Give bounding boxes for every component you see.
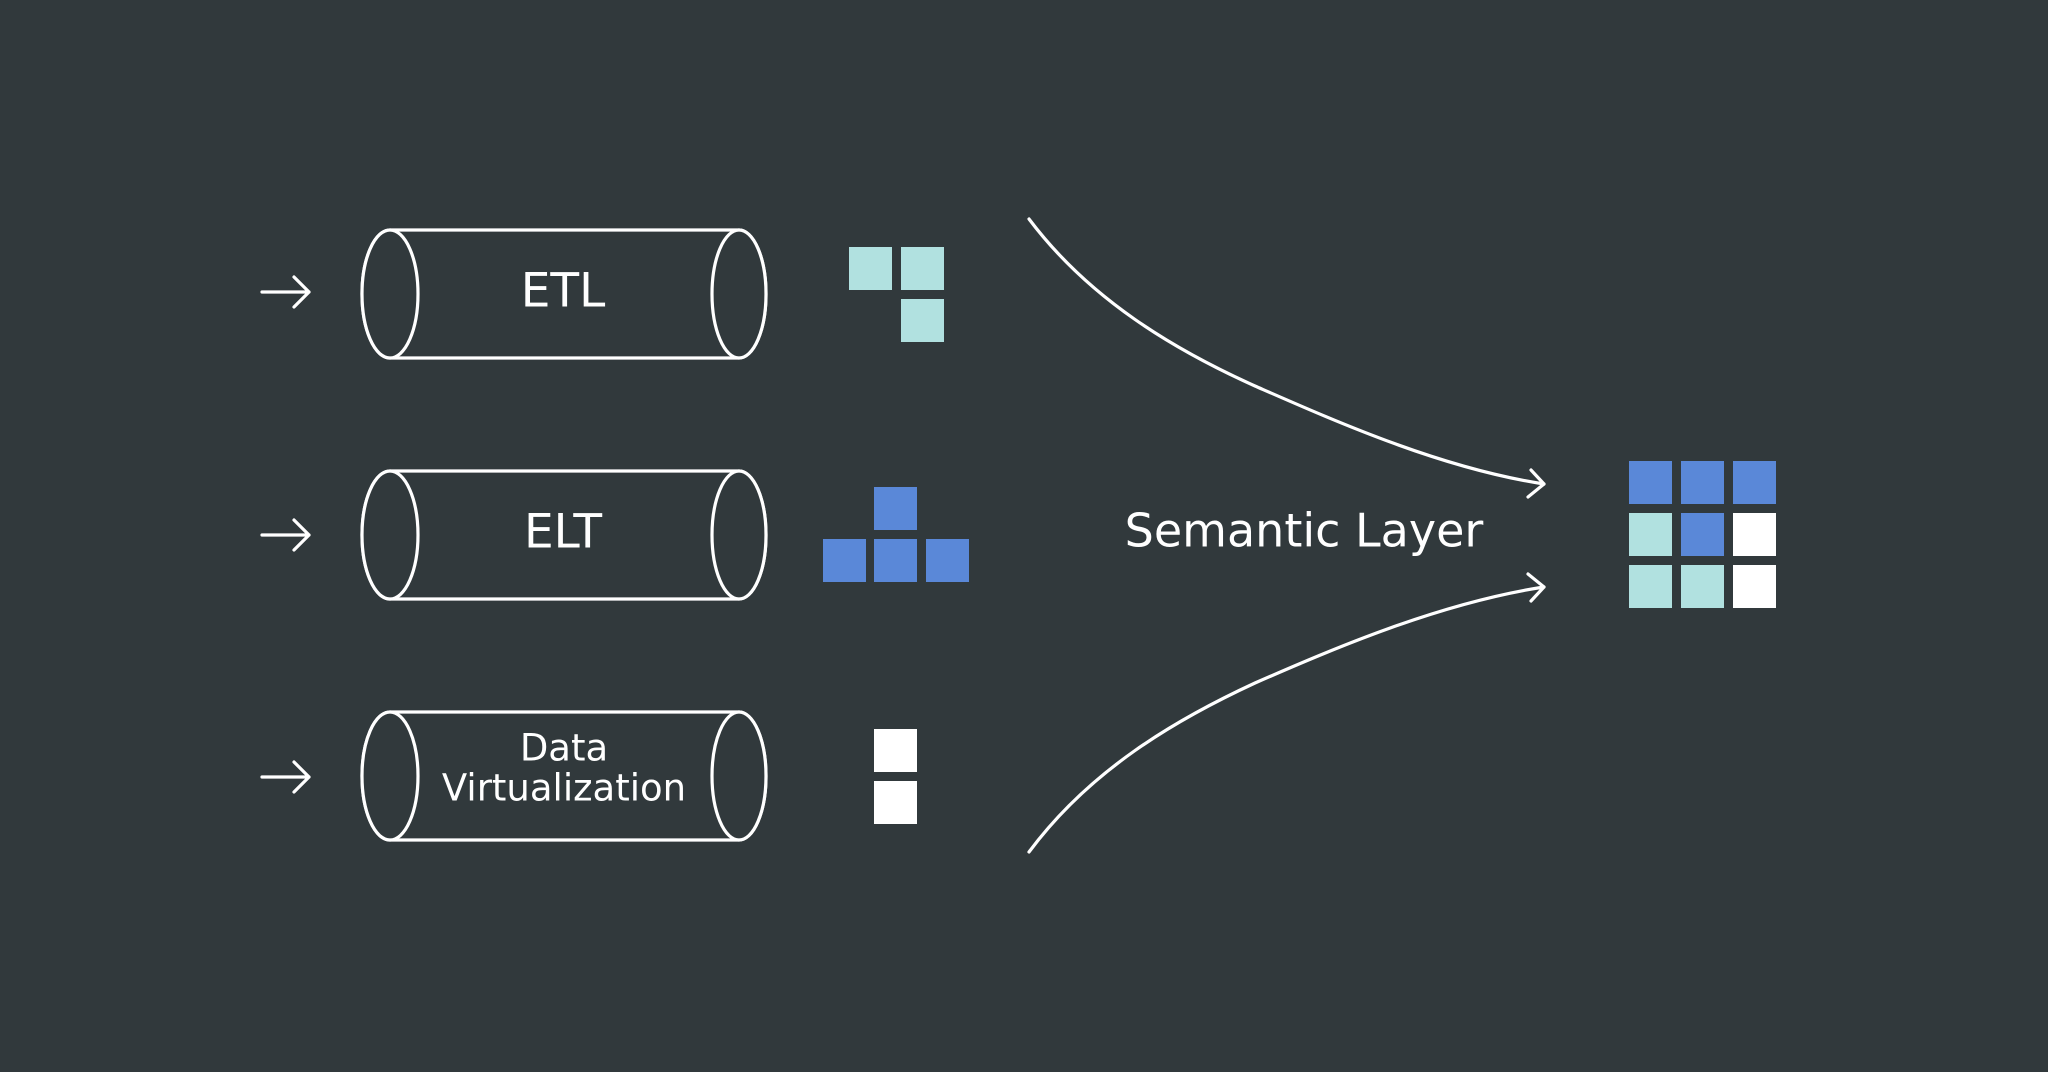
elt-pipe-inlet [360,469,420,601]
virtualization-input-arrow-icon [260,760,311,794]
elt-pipe-label: ELT [524,505,602,560]
semantic-layer-label: Semantic Layer [1125,504,1484,558]
semantic-grid-icon [1629,461,1776,608]
etl-block-2 [901,247,944,290]
curved-arrow-upper-icon [1027,217,1546,499]
etl-block-1 [849,247,892,290]
elt-output-blocks-icon [823,487,969,582]
elt-block-2 [823,539,866,582]
elt-block-1 [874,487,917,530]
elt-block-3 [874,539,917,582]
grid-cell-8 [1681,565,1724,608]
virtualization-pipe-outlet [710,710,768,842]
curved-arrow-lower-icon [1027,572,1546,854]
grid-cell-3 [1733,461,1776,504]
etl-output-blocks-icon [849,247,944,342]
virtualization-label-line-1: Data [520,727,608,770]
virtualization-output-blocks-icon [874,729,917,824]
elt-input-arrow-icon [260,518,311,552]
grid-cell-6 [1733,513,1776,556]
etl-input-arrow-icon [260,275,311,309]
etl-block-3 [901,299,944,342]
input-arrows [260,275,311,794]
etl-pipe-outlet [710,228,768,360]
virtualization-block-1 [874,729,917,772]
virtualization-pipe-inlet [360,710,420,842]
virtualization-label-line-2: Virtualization [442,767,686,810]
elt-pipe-outlet [710,469,768,601]
etl-pipe-inlet [360,228,420,360]
grid-cell-1 [1629,461,1672,504]
grid-cell-5 [1681,513,1724,556]
virtualization-block-2 [874,781,917,824]
grid-cell-9 [1733,565,1776,608]
grid-cell-2 [1681,461,1724,504]
grid-cell-7 [1629,565,1672,608]
elt-block-4 [926,539,969,582]
elt-pipe: ELT [360,469,768,601]
etl-pipe: ETL [360,228,768,360]
etl-pipe-label: ETL [521,264,606,319]
grid-cell-4 [1629,513,1672,556]
data-virtualization-pipe: Data Virtualization [360,710,768,842]
